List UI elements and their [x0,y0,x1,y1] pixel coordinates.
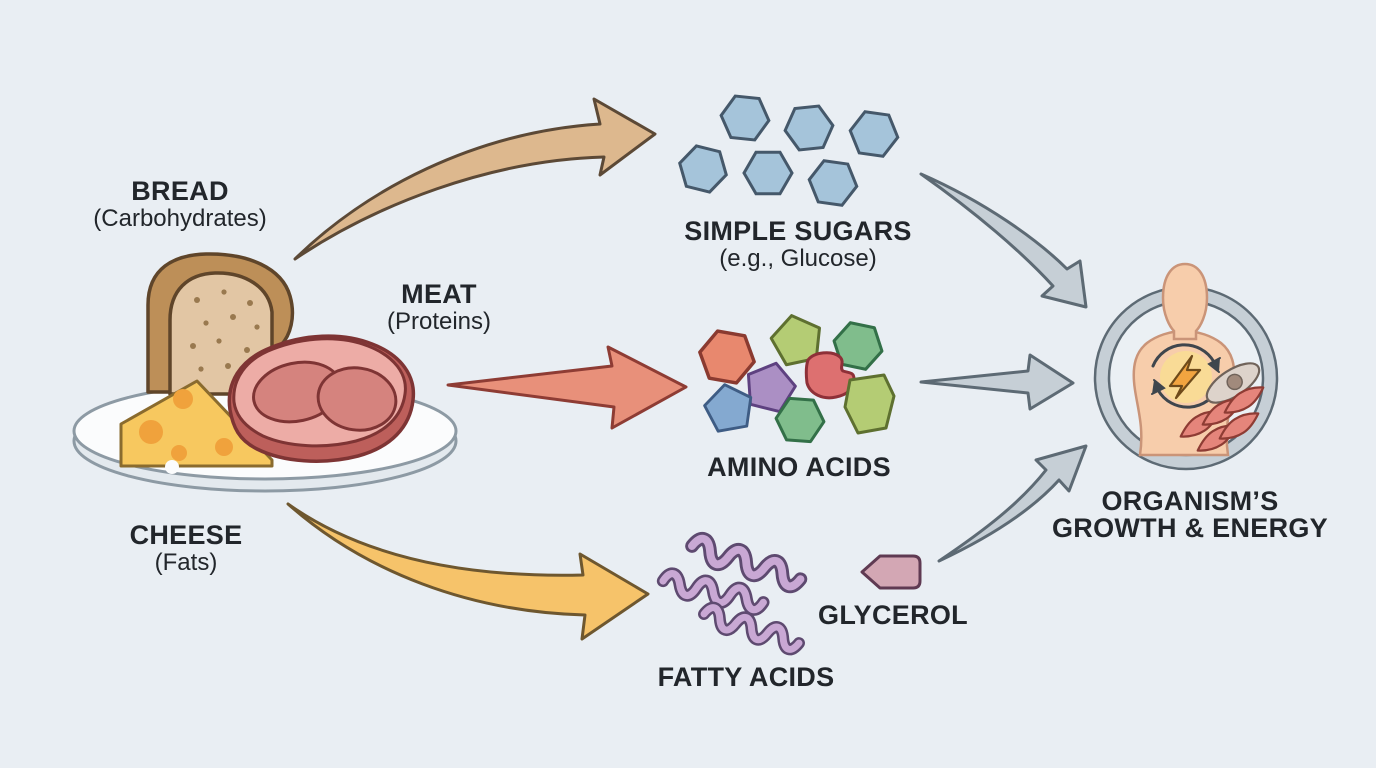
sugar-hexagons-icon [673,93,903,209]
organism-icon [1093,262,1279,471]
organism-label: ORGANISM’S GROWTH & ENERGY [1052,488,1328,542]
meat-icon [227,334,416,463]
amino-acids-label: AMINO ACIDS [707,453,891,481]
bread-title: BREAD [131,176,229,206]
meat-label: MEAT (Proteins) [387,280,491,335]
cheese-icon [119,379,274,474]
bread-subtitle: (Carbohydrates) [93,205,267,232]
bread-label: BREAD (Carbohydrates) [93,177,266,232]
sugars-to-organism-arrow-icon [919,172,1088,309]
to-organism-arrows [919,172,1088,563]
energy-bolt-icon [1168,354,1202,400]
carb-arrow-icon [293,97,657,261]
fatty-acids-title: FATTY ACIDS [657,662,835,692]
simple-sugars-label: SIMPLE SUGARS (e.g., Glucose) [684,217,911,272]
glycerol-label: GLYCEROL [818,601,968,629]
cheese-label: CHEESE (Fats) [130,521,243,576]
simple-sugars-subtitle: (e.g., Glucose) [719,245,877,272]
glycerol-title: GLYCEROL [818,600,968,630]
amino-acid-shapes-icon [693,308,896,444]
fat-arrow-icon [286,502,650,641]
glycerol-block-icon [860,554,922,590]
organism-title-line2: GROWTH & ENERGY [1051,513,1329,543]
meat-subtitle: (Proteins) [386,308,492,335]
cheese-subtitle: (Fats) [154,549,218,576]
cheese-title: CHEESE [129,520,243,550]
fatty-acids-label: FATTY ACIDS [658,663,835,691]
meat-title: MEAT [401,279,477,309]
amino-acids-title: AMINO ACIDS [707,452,891,482]
simple-sugars-title: SIMPLE SUGARS [684,216,912,246]
energy-cycle-icon [1151,343,1221,409]
fats-to-organism-arrow-icon [937,444,1088,563]
amino-to-organism-arrow-icon [919,353,1075,411]
organism-title-line1: ORGANISM’S [1101,486,1279,516]
protein-arrow-icon [446,345,688,430]
fatty-acid-squiggles-icon [661,536,803,651]
